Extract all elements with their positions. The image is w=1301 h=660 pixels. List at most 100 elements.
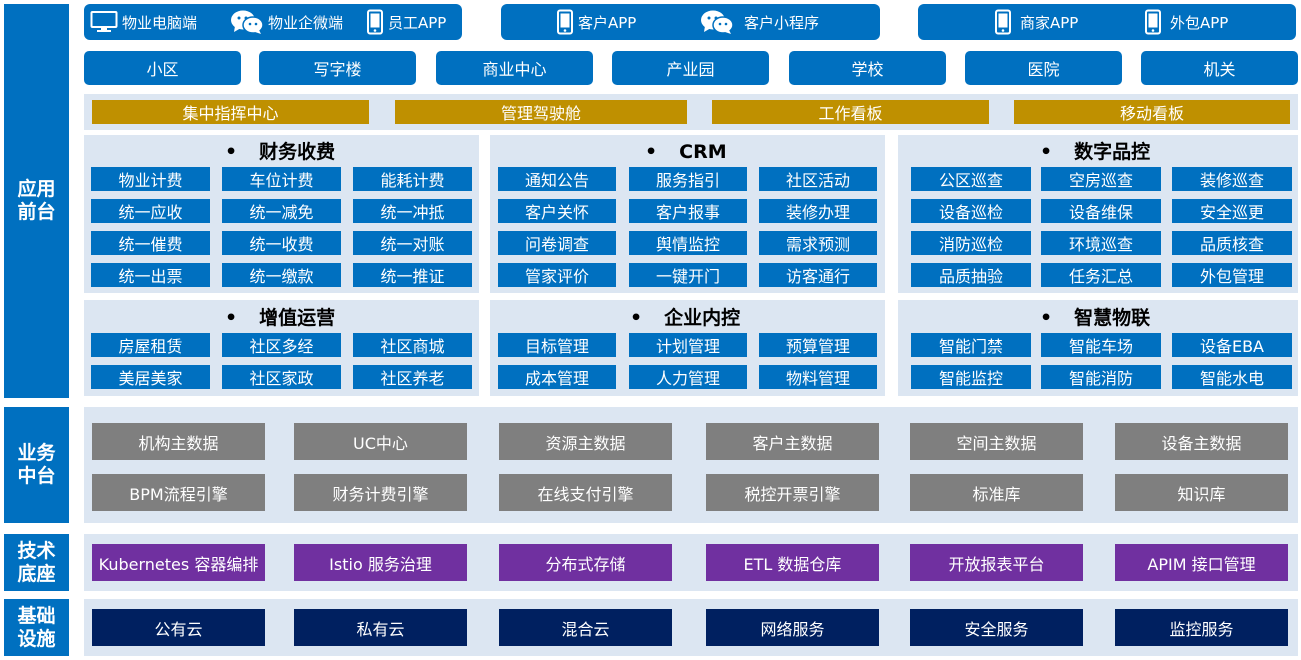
infra-item: 网络服务	[706, 609, 879, 646]
scene-office: 写字楼	[259, 51, 416, 85]
module-item: 外包管理	[1172, 263, 1292, 287]
module-item: 服务指引	[629, 167, 747, 191]
infra-item: 监控服务	[1115, 609, 1288, 646]
biz-middle-panel	[84, 407, 1298, 523]
infra-item: 公有云	[92, 609, 265, 646]
middle-item: 设备主数据	[1115, 423, 1288, 460]
layer-label-biz-middle: 业务中台	[4, 407, 69, 523]
middle-item: 标准库	[910, 474, 1083, 511]
module-item: 社区活动	[759, 167, 877, 191]
middle-item: 财务计费引擎	[294, 474, 467, 511]
module-item: 智能车场	[1041, 333, 1161, 357]
channel-label: 外包APP	[1170, 13, 1229, 32]
channel-label: 物业企微端	[268, 13, 344, 32]
tech-item: ETL 数据仓库	[706, 544, 879, 581]
layer-label-line: 中台	[17, 465, 56, 487]
tech-item: Kubernetes 容器编排	[92, 544, 265, 581]
module-title-finance: •财务收费	[225, 141, 336, 163]
wechat-icon	[700, 9, 734, 35]
module-item: 统一出票	[91, 263, 210, 287]
scene-commercial: 商业中心	[436, 51, 593, 85]
module-item: 消防巡检	[911, 231, 1031, 255]
module-title-iot: •智慧物联	[1040, 307, 1151, 329]
module-item: 设备EBA	[1172, 333, 1292, 357]
scene-school: 学校	[789, 51, 946, 85]
phone-icon	[1144, 9, 1162, 35]
module-title-text: 智慧物联	[1074, 307, 1151, 329]
channel-group-staff	[84, 4, 462, 40]
module-item: 统一减免	[222, 199, 341, 223]
channel-label: 员工APP	[388, 13, 447, 32]
channel-label: 客户APP	[578, 13, 637, 32]
layer-label-line: 技术	[17, 539, 56, 562]
module-item: 预算管理	[759, 333, 877, 357]
channel-label: 物业电脑端	[122, 13, 198, 32]
board-cockpit: 管理驾驶舱	[395, 100, 687, 124]
middle-item: 税控开票引擎	[706, 474, 879, 511]
module-item: 空房巡查	[1041, 167, 1161, 191]
phone-icon	[994, 9, 1012, 35]
layer-label-line: 底座	[17, 562, 56, 585]
module-title-internal-control: •企业内控	[630, 307, 741, 329]
module-title-crm: •CRM	[645, 141, 727, 163]
layer-label-infra: 基础设施	[4, 599, 69, 656]
middle-item: 资源主数据	[499, 423, 672, 460]
channel-item: 外包APP	[1144, 6, 1228, 38]
layer-label-app-front: 应用前台	[4, 4, 69, 398]
module-item: 统一推证	[353, 263, 472, 287]
module-item: 统一收费	[222, 231, 341, 255]
middle-item: BPM流程引擎	[92, 474, 265, 511]
board-work: 工作看板	[712, 100, 989, 124]
middle-item: 客户主数据	[706, 423, 879, 460]
module-item: 社区家政	[222, 365, 341, 389]
module-item: 智能监控	[911, 365, 1031, 389]
infra-item: 安全服务	[910, 609, 1083, 646]
module-item: 公区巡查	[911, 167, 1031, 191]
module-item: 客户报事	[629, 199, 747, 223]
scene-government: 机关	[1141, 51, 1298, 85]
layer-label-line: 业务	[17, 442, 56, 464]
module-item: 装修巡查	[1172, 167, 1292, 191]
module-title-text: 增值运营	[259, 307, 336, 329]
phone-icon	[366, 9, 384, 35]
module-title-quality: •数字品控	[1040, 141, 1151, 163]
tech-item: APIM 接口管理	[1115, 544, 1288, 581]
channel-item: 物业企微端	[230, 6, 343, 38]
channel-label: 商家APP	[1020, 13, 1079, 32]
layer-label-line: 基础	[17, 604, 56, 627]
module-item: 统一对账	[353, 231, 472, 255]
middle-item: 知识库	[1115, 474, 1288, 511]
tech-item: 分布式存储	[499, 544, 672, 581]
layer-label-line: 设施	[17, 627, 56, 650]
module-title-value-added: •增值运营	[225, 307, 336, 329]
module-item: 一键开门	[629, 263, 747, 287]
module-item: 车位计费	[222, 167, 341, 191]
monitor-icon	[90, 10, 118, 34]
board-mobile: 移动看板	[1014, 100, 1290, 124]
module-item: 问卷调查	[498, 231, 616, 255]
module-item: 任务汇总	[1041, 263, 1161, 287]
middle-item: 在线支付引擎	[499, 474, 672, 511]
scene-industrial-park: 产业园	[612, 51, 769, 85]
module-item: 通知公告	[498, 167, 616, 191]
module-item: 设备巡检	[911, 199, 1031, 223]
board-command-center: 集中指挥中心	[92, 100, 369, 124]
module-item: 统一催费	[91, 231, 210, 255]
module-item: 舆情监控	[629, 231, 747, 255]
module-item: 目标管理	[498, 333, 616, 357]
module-item: 管家评价	[498, 263, 616, 287]
module-item: 计划管理	[629, 333, 747, 357]
module-item: 物料管理	[759, 365, 877, 389]
wechat-icon	[230, 9, 264, 35]
infra-item: 混合云	[499, 609, 672, 646]
module-item: 访客通行	[759, 263, 877, 287]
infra-item: 私有云	[294, 609, 467, 646]
module-title-text: 数字品控	[1074, 141, 1151, 163]
phone-icon	[556, 9, 574, 35]
module-item: 统一冲抵	[353, 199, 472, 223]
module-item: 美居美家	[91, 365, 210, 389]
module-item: 智能门禁	[911, 333, 1031, 357]
channel-item: 物业电脑端	[90, 6, 197, 38]
middle-item: 空间主数据	[910, 423, 1083, 460]
scene-hospital: 医院	[965, 51, 1122, 85]
